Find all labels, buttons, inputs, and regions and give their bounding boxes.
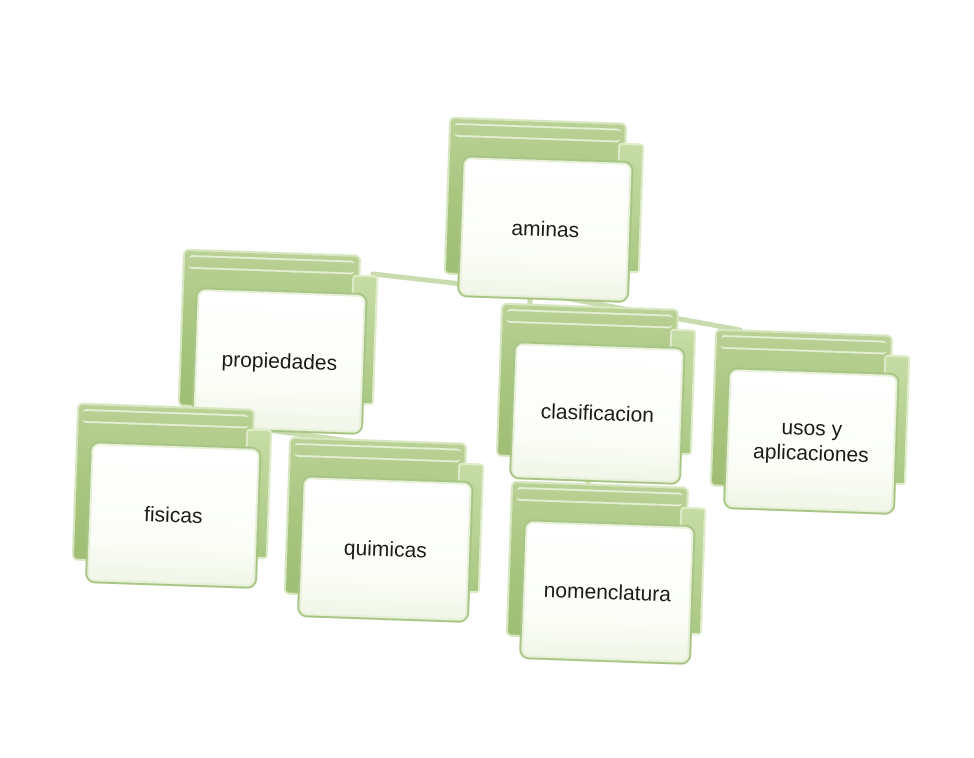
node-clasificacion: clasificacion: [495, 302, 697, 486]
node-label-aminas: aminas: [511, 216, 580, 242]
node-label-propiedades: propiedades: [221, 347, 338, 375]
node-quimicas: quimicas: [283, 436, 485, 624]
node-label-fisicas: fisicas: [143, 502, 203, 528]
node-front: fisicas: [84, 441, 262, 590]
node-aminas: aminas: [443, 116, 645, 304]
node-label-clasificacion: clasificacion: [540, 399, 655, 427]
node-usos-y-aplicaciones: usos y aplicaciones: [709, 328, 911, 516]
node-label-quimicas: quimicas: [343, 536, 428, 562]
node-nomenclatura: nomenclatura: [505, 480, 707, 666]
node-label-nomenclatura: nomenclatura: [543, 578, 672, 606]
node-front: quimicas: [296, 475, 474, 624]
node-front: aminas: [456, 155, 634, 304]
node-label-usos-y-aplicaciones: usos y aplicaciones: [752, 416, 870, 468]
node-front: usos y aplicaciones: [722, 367, 900, 516]
node-front: clasificacion: [508, 341, 686, 486]
node-fisicas: fisicas: [71, 402, 273, 590]
node-front: nomenclatura: [518, 519, 696, 666]
